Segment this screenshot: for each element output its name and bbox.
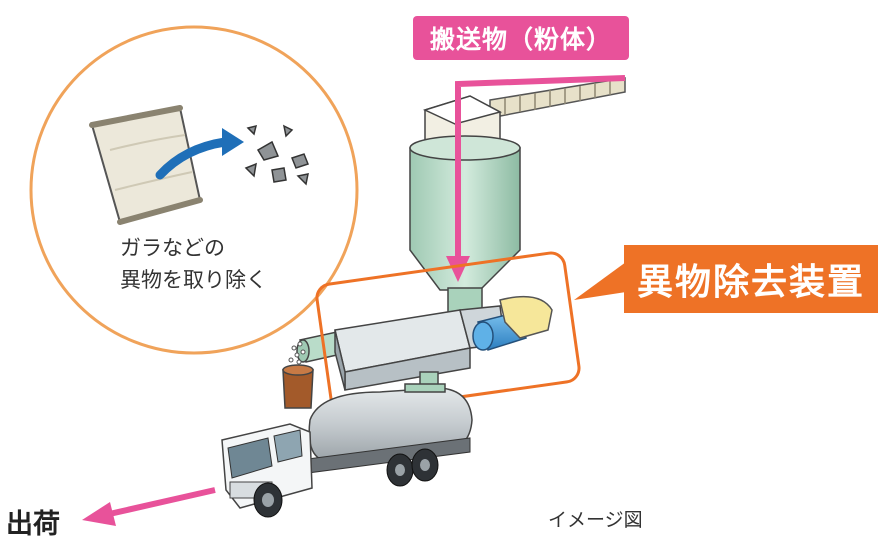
debris-icon [244,124,309,186]
circle-caption-line1: ガラなどの [120,236,225,260]
bucket-icon [282,341,314,409]
pink-arrow-shipping-icon [82,487,216,526]
removal-device-label: 異物除去装置 [624,245,878,313]
bag-icon [89,105,203,225]
image-note-label: イメージ図 [548,509,643,531]
pink-arrow-down-icon [446,75,626,282]
silo [409,95,521,315]
device-callout-pointer [574,262,626,300]
circle-caption-line2: 異物を取り除く [120,268,267,292]
transport-material-label: 搬送物（粉体） [413,16,629,60]
blue-arrow-icon [155,128,244,180]
magnified-circle [29,25,359,355]
circle-caption: ガラなどの 異物を取り除く [120,232,320,296]
tanker-truck [221,383,473,518]
removal-device [334,295,553,399]
shipping-label: 出荷 [6,509,60,540]
